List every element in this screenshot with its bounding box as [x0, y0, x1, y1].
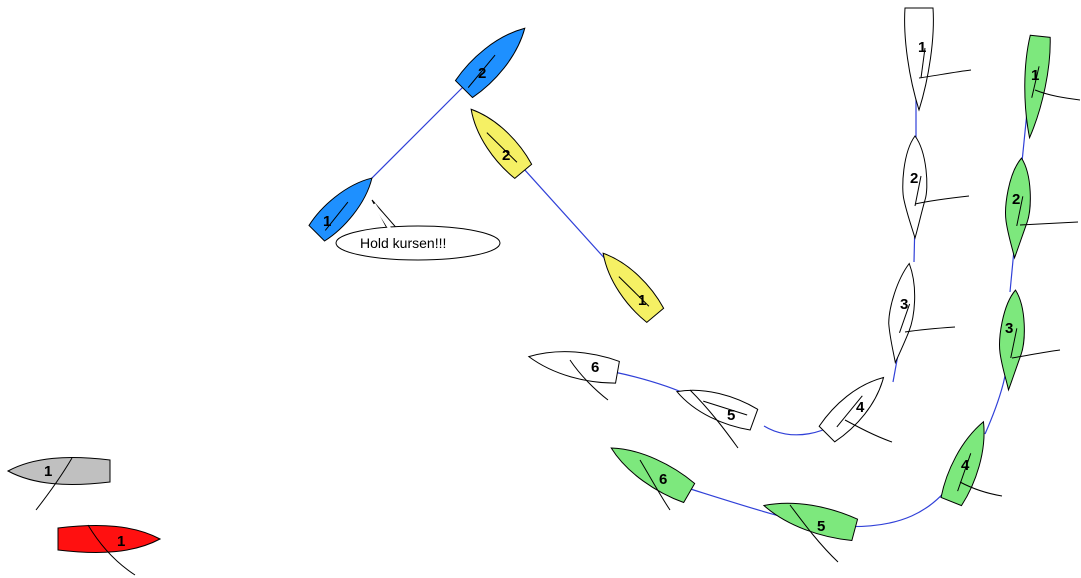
boat-yellow-2	[470, 108, 533, 179]
boat-white-3-label: 3	[900, 296, 908, 313]
boat-gray-1-label: 1	[44, 463, 52, 480]
track-lines	[337, 69, 1032, 528]
boat-yellow-1	[602, 252, 665, 323]
boat-white-1	[904, 7, 972, 112]
boat-white-6-label: 6	[591, 359, 599, 376]
speech-bubble: Hold kursen!!!	[335, 199, 501, 261]
boat-green-3-label: 3	[1005, 320, 1013, 337]
boat-white-1-label: 1	[918, 39, 926, 56]
boat-white-2-label: 2	[910, 170, 918, 187]
boat-blue-2	[454, 27, 526, 99]
boat-white-5-sheet	[689, 389, 739, 449]
boat-blue-1-label: 1	[323, 213, 331, 230]
boat-green-3-sheet	[1011, 349, 1061, 359]
boat-red-1	[57, 525, 162, 553]
boat-green-5-label: 5	[817, 518, 825, 535]
boat-green-6-sheet	[639, 459, 671, 511]
boat-green-1-label: 1	[1031, 67, 1039, 84]
boat-green-5-sheet	[789, 504, 839, 563]
boat-white-4	[818, 376, 885, 443]
boat-green-2	[1005, 157, 1031, 260]
boat-gray-1	[6, 457, 111, 485]
boat-green-6	[610, 447, 696, 504]
boat-white-3-sheet	[904, 326, 956, 333]
boat-green-6-label: 6	[659, 471, 667, 488]
boat-green-3	[999, 289, 1025, 392]
boat-white-3	[888, 262, 916, 365]
boat-white-4-sheet	[844, 419, 893, 443]
boat-blue-1	[308, 177, 373, 242]
boat-red-1-sheet	[87, 524, 136, 576]
boat-green-1-sheet	[1034, 89, 1081, 101]
boat-green-2-sheet	[1019, 221, 1079, 226]
boat-green-1	[1024, 34, 1051, 140]
boat-green-2-label: 2	[1012, 191, 1020, 208]
boat-blue-2-label: 2	[478, 65, 486, 82]
boat-green-5	[762, 502, 859, 541]
white-track	[591, 70, 917, 436]
boat-green-4-sheet	[959, 481, 1003, 497]
boat-green-4	[940, 420, 985, 507]
boat-white-6	[527, 351, 620, 384]
boat-red-1-label: 1	[117, 533, 125, 550]
boat-white-4-label: 4	[856, 399, 865, 416]
boat-yellow-1-label: 1	[638, 292, 646, 309]
boat-gray-1-sheet	[35, 457, 73, 511]
boat-green-4-label: 4	[961, 457, 970, 474]
boat-white-5-label: 5	[727, 407, 735, 424]
boat-white-5	[675, 389, 759, 431]
boat-yellow-2-label: 2	[502, 147, 510, 164]
boat-white-2	[902, 135, 970, 240]
boat-white-6-sheet	[569, 359, 609, 401]
speech-bubble-text: Hold kursen!!!	[360, 235, 446, 251]
